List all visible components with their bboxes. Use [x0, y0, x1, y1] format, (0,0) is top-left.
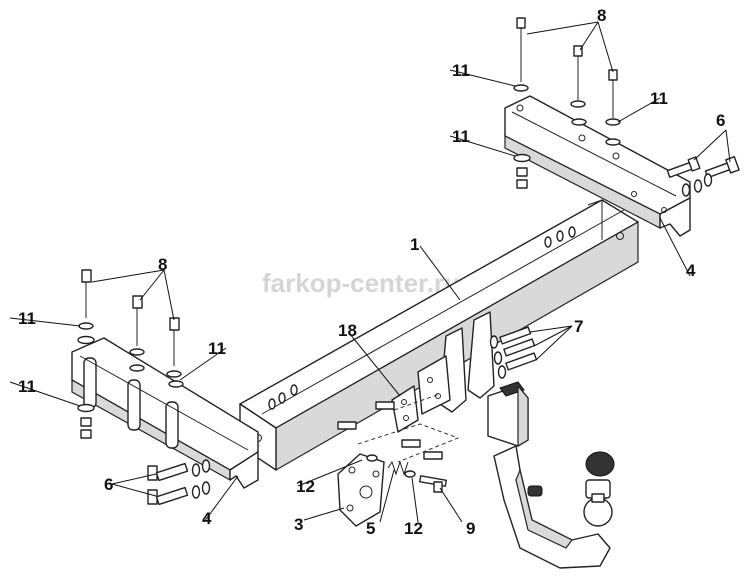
callout-11-top-a: 11: [452, 61, 470, 80]
right-mounting-bracket: [504, 95, 691, 237]
callout-11-bottom-b: 11: [18, 377, 36, 396]
tow-bracket-bolts: [489, 326, 538, 379]
callout-11-top-c: 11: [650, 89, 668, 108]
callout-1: 1: [410, 235, 419, 254]
callout-12-left: 12: [296, 477, 315, 496]
beam-end-fasteners: [268, 226, 576, 410]
callout-8-top: 8: [597, 6, 606, 25]
assembly-lines: [357, 393, 460, 463]
vertical-bolts: [77, 17, 621, 439]
callout-4-left: 4: [202, 509, 212, 528]
callout-7: 7: [574, 317, 583, 336]
watermark: farkop-center.ru: [262, 268, 460, 298]
callout-11-bottom-c: 11: [208, 339, 226, 358]
leader-lines: [9, 21, 731, 523]
callouts: 8 8 11 11 11 11 11 11 6 6 4 4 1 7 18 12 …: [18, 6, 725, 538]
tow-ball-neck: [493, 445, 615, 569]
side-bolts: [147, 156, 740, 506]
spring-and-pin: [366, 454, 448, 493]
callout-18: 18: [338, 321, 357, 340]
callout-11-bottom-a: 11: [18, 309, 36, 328]
callout-6-top: 6: [716, 111, 725, 130]
callout-5: 5: [366, 519, 375, 538]
callout-4-right: 4: [686, 261, 696, 280]
callout-9: 9: [466, 519, 475, 538]
socket-mounting-plate: [337, 453, 385, 527]
tow-bracket-plates: [417, 311, 495, 415]
left-mounting-bracket: [71, 337, 259, 489]
callout-12-right: 12: [404, 519, 423, 538]
callout-6-bottom: 6: [104, 475, 113, 494]
ball-mount-bracket: [487, 381, 529, 448]
callout-11-top-b: 11: [452, 127, 470, 146]
callout-8-bottom: 8: [158, 255, 167, 274]
callout-3: 3: [294, 515, 303, 534]
socket-bracket: [337, 385, 443, 460]
